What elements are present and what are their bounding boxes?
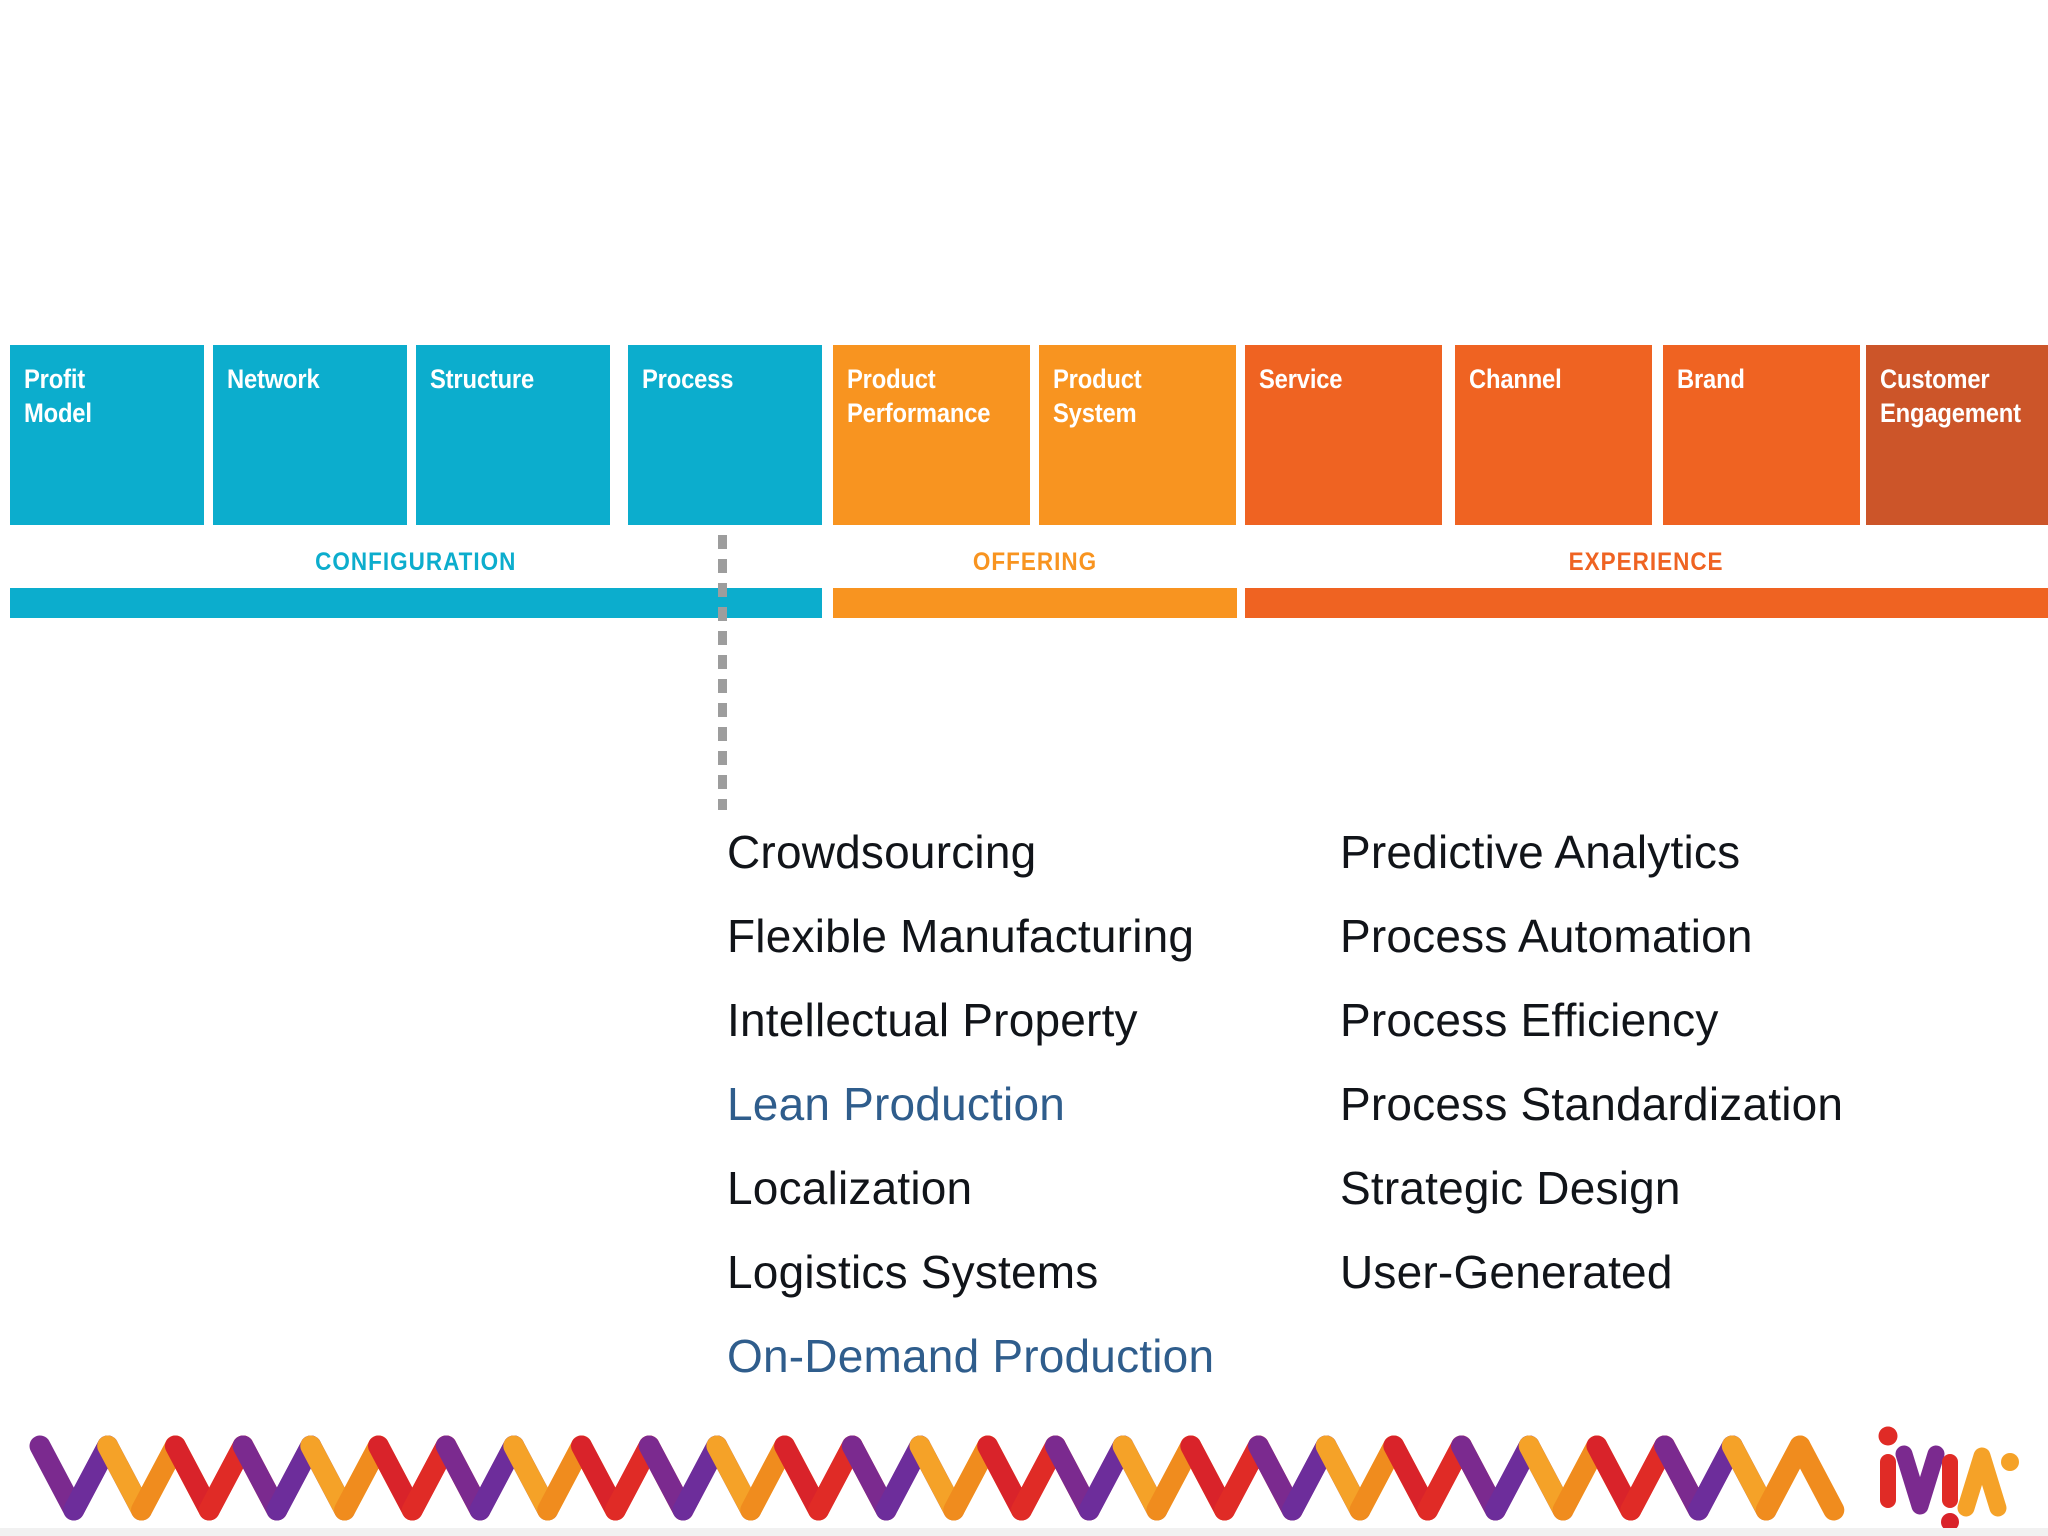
framework-tile-structure[interactable]: Structure — [416, 345, 610, 525]
group-label-text: CONFIGURATION — [315, 548, 517, 576]
logo-letter-i — [1880, 1454, 1896, 1508]
technique-item[interactable]: User-Generated — [1340, 1246, 1673, 1298]
framework-tile-label: Channel — [1469, 364, 1562, 394]
group-label-configuration: CONFIGURATION — [10, 545, 822, 579]
technique-item[interactable]: On-Demand Production — [727, 1330, 1215, 1382]
group-bar-experience — [1245, 588, 2048, 618]
logo-dot-bottom — [1941, 1513, 1959, 1531]
technique-item[interactable]: Process Standardization — [1340, 1078, 1844, 1130]
framework-tile-label: Profit — [24, 364, 85, 394]
framework-tile-label: Process — [642, 364, 734, 394]
framework-tile-label: Product — [847, 364, 936, 394]
framework-tile-label: Network — [227, 364, 320, 394]
framework-tile-label: Brand — [1677, 364, 1745, 394]
logo-dot-right — [2001, 1453, 2019, 1471]
framework-tile-label: Structure — [430, 364, 535, 394]
framework-tile-label: Product — [1053, 364, 1142, 394]
technique-item[interactable]: Process Efficiency — [1340, 994, 1719, 1046]
process-connector-dashed-line — [718, 535, 727, 810]
logo-letter-v — [1895, 1445, 1945, 1515]
framework-tile-process[interactable]: Process — [628, 345, 822, 525]
framework-tile-label: Performance — [847, 397, 991, 428]
group-label-text: EXPERIENCE — [1569, 548, 1724, 576]
technique-item[interactable]: Crowdsourcing — [727, 826, 1037, 878]
technique-item[interactable]: Localization — [727, 1162, 973, 1214]
technique-item[interactable]: Lean Production — [727, 1078, 1066, 1130]
bottom-rule — [0, 1528, 2048, 1536]
chevron-pattern-band — [0, 1424, 2048, 1536]
logo-letter-a — [1957, 1447, 2007, 1517]
framework-tile-service[interactable]: Service — [1245, 345, 1442, 525]
technique-item[interactable]: Flexible Manufacturing — [727, 910, 1195, 962]
technique-item[interactable]: Predictive Analytics — [1340, 826, 1741, 878]
framework-tile-brand[interactable]: Brand — [1663, 345, 1860, 525]
framework-tile-label: System — [1053, 397, 1137, 428]
framework-tile-network[interactable]: Network — [213, 345, 407, 525]
technique-item[interactable]: Logistics Systems — [727, 1246, 1099, 1298]
technique-item[interactable]: Strategic Design — [1340, 1162, 1681, 1214]
group-label-offering: OFFERING — [833, 545, 1237, 579]
logo-letter-i2 — [1942, 1454, 1958, 1508]
ivia-logo — [1858, 1418, 2028, 1531]
group-bar-configuration — [10, 588, 822, 618]
technique-item[interactable]: Intellectual Property — [727, 994, 1138, 1046]
framework-tile-label: Engagement — [1880, 397, 2021, 428]
technique-item[interactable]: Process Automation — [1340, 910, 1753, 962]
logo-dot-top — [1878, 1426, 1898, 1446]
group-bar-offering — [833, 588, 1237, 618]
group-label-text: OFFERING — [972, 548, 1098, 576]
framework-tile-label: Model — [24, 397, 92, 428]
framework-tile-label: Service — [1259, 364, 1343, 394]
framework-tile-label: Customer — [1880, 364, 1990, 394]
framework-tile-channel[interactable]: Channel — [1455, 345, 1652, 525]
chevron-up — [1755, 1435, 1845, 1521]
group-label-experience: EXPERIENCE — [1245, 545, 2048, 579]
